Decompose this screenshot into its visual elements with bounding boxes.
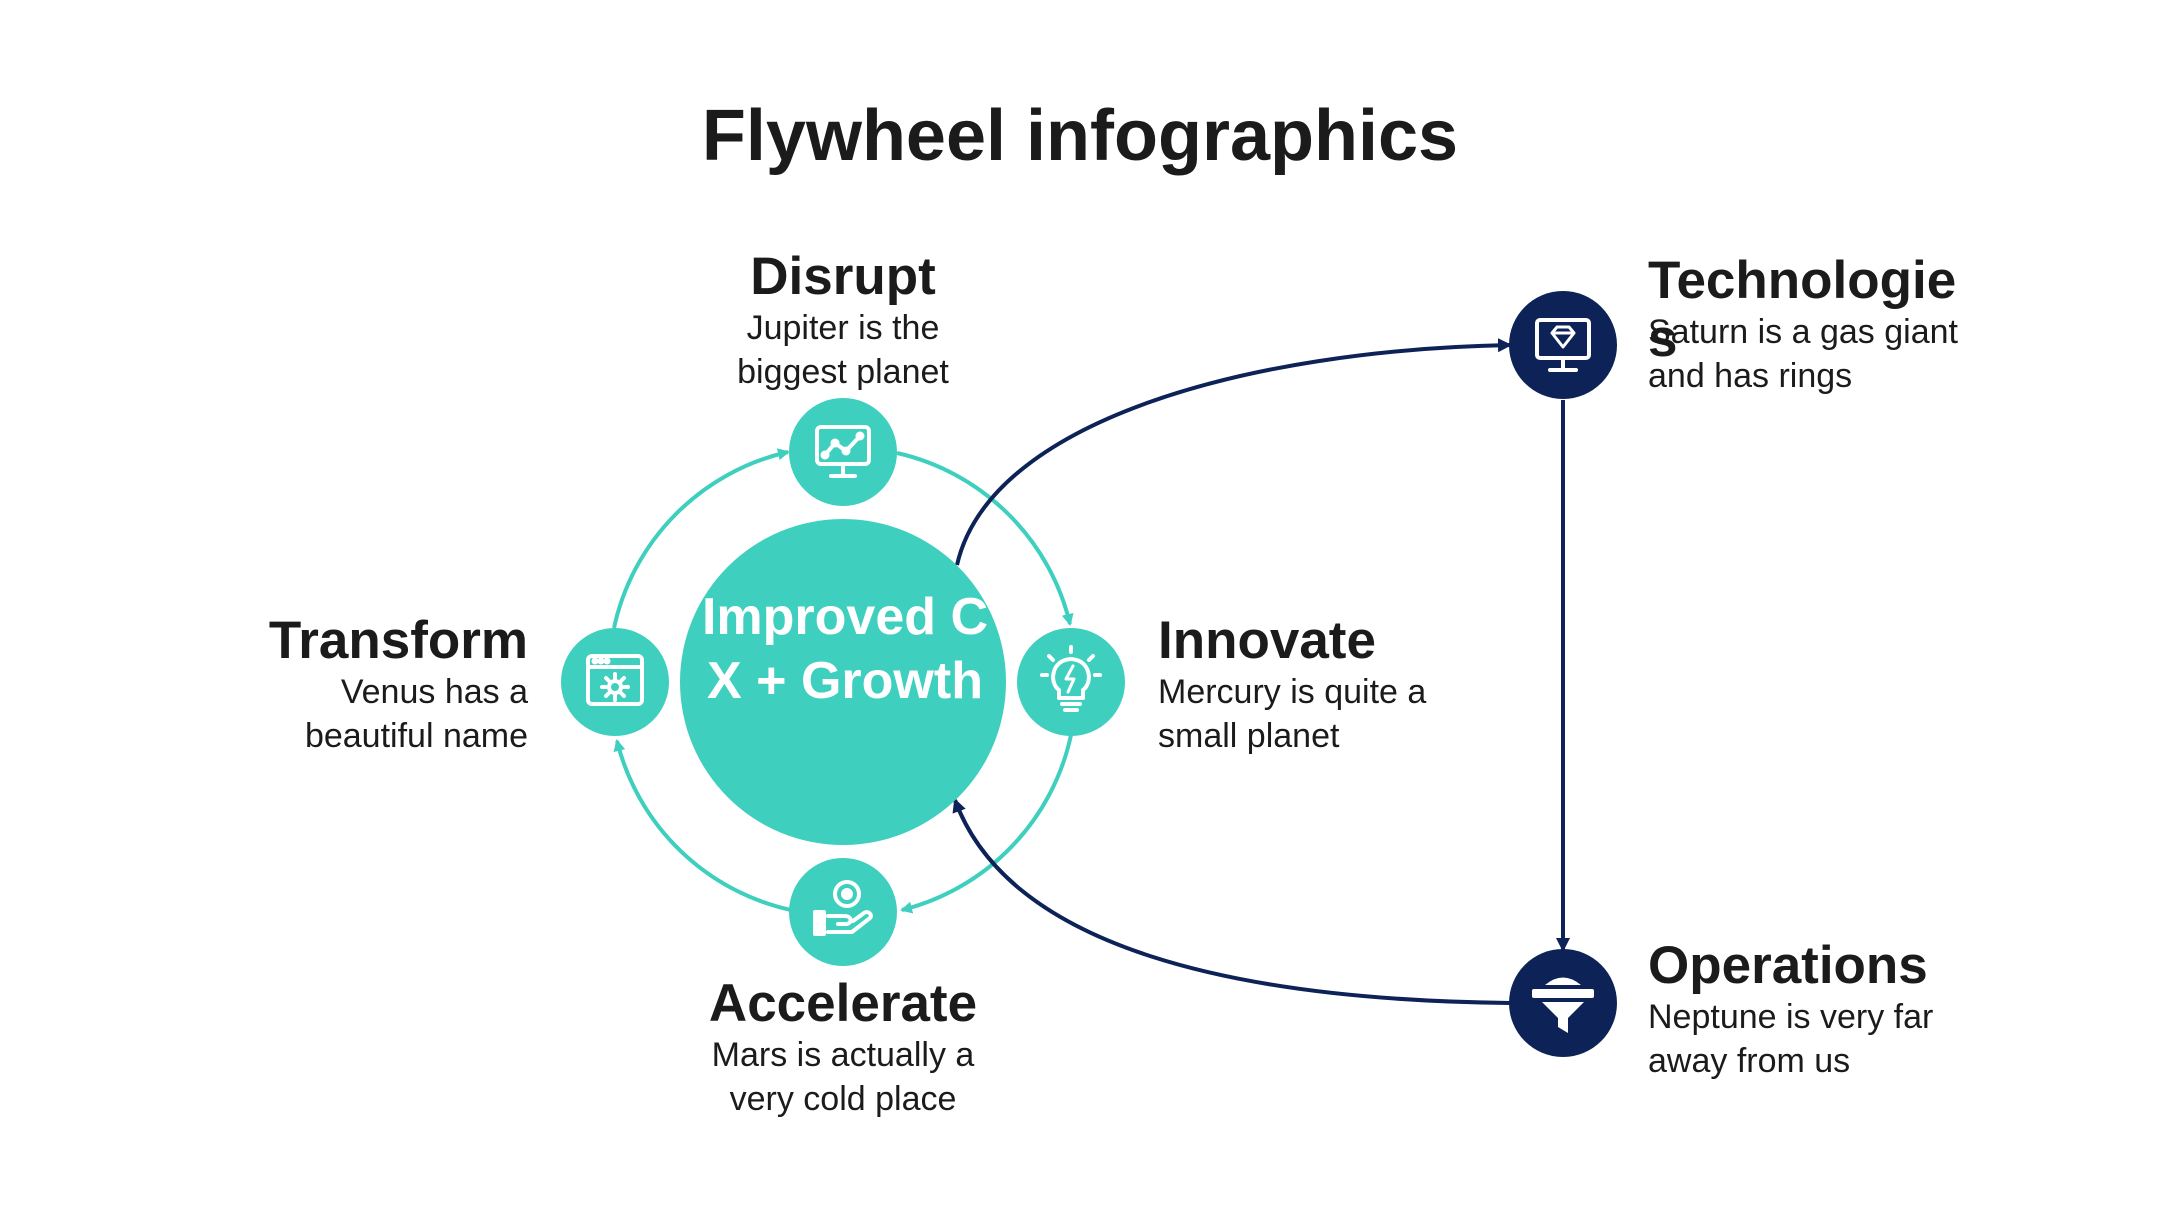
accelerate-block: Accelerate Mars is actually a very cold … — [693, 975, 993, 1121]
arrow-disrupt-to-innovate — [896, 451, 1074, 626]
arrow-center-to-technologies — [955, 338, 1512, 566]
operations-block: Operations Neptune is very far away from… — [1648, 937, 1978, 1083]
node-disrupt — [789, 398, 897, 506]
center-label: Improved CX + Growth — [701, 588, 989, 710]
accelerate-description: Mars is actually a very cold place — [711, 1036, 975, 1118]
transform-block: Transform Venus has a beautiful name — [228, 612, 528, 758]
transform-title: Transform — [268, 611, 528, 670]
disrupt-title: Disrupt — [750, 247, 936, 306]
disrupt-block: Disrupt Jupiter is the biggest planet — [693, 248, 993, 394]
node-technologies — [1509, 291, 1617, 399]
transform-description: Venus has a beautiful name — [304, 673, 528, 755]
technologies-block: Technologies Saturn is a gas giant and h… — [1648, 252, 1978, 398]
operations-title: Operations — [1648, 936, 1928, 995]
funnel-icon — [1532, 977, 1594, 1033]
monitor-chart-icon — [815, 425, 871, 478]
arrow-transform-to-disrupt — [612, 448, 790, 629]
arrow-innovate-to-accelerate — [900, 734, 1073, 914]
hand-coin-icon — [813, 880, 873, 936]
arrow-accelerate-to-transform — [613, 739, 792, 912]
node-accelerate — [789, 858, 897, 966]
monitor-diamond-icon — [1535, 318, 1591, 372]
disrupt-description: Jupiter is the biggest planet — [737, 309, 949, 391]
node-operations — [1509, 949, 1617, 1057]
innovate-title: Innovate — [1158, 611, 1376, 670]
center-circle — [680, 519, 1006, 845]
node-transform — [561, 628, 669, 736]
technologies-title: Technologies — [1648, 251, 1957, 368]
browser-gear-icon — [586, 654, 644, 706]
technologies-description: Saturn is a gas giant and has rings — [1648, 313, 1958, 395]
innovate-block: Innovate Mercury is quite a small planet — [1158, 612, 1478, 758]
operations-description: Neptune is very far away from us — [1648, 998, 1934, 1080]
page-title: Flywheel infographics — [701, 96, 1459, 176]
lightbulb-icon — [1040, 645, 1102, 712]
node-innovate — [1017, 628, 1125, 736]
arrow-operations-to-center — [952, 798, 1511, 1005]
accelerate-title: Accelerate — [708, 974, 978, 1033]
innovate-description: Mercury is quite a small planet — [1158, 673, 1427, 755]
